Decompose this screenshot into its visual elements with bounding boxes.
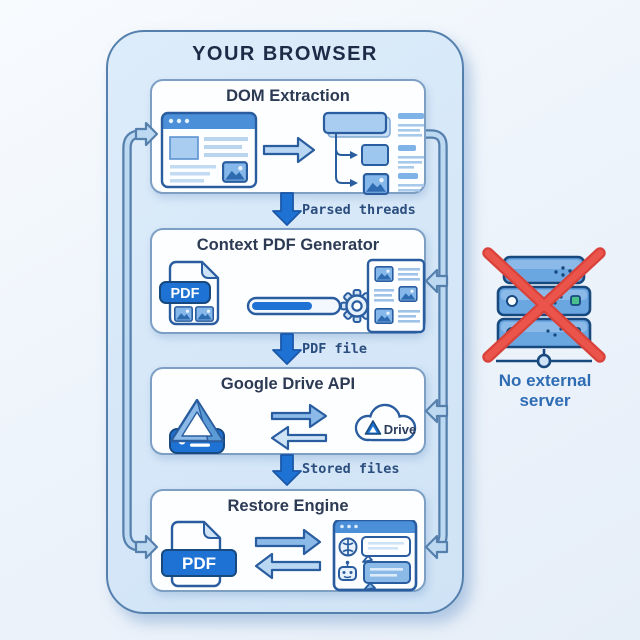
- chat-bubble-filled-icon: [363, 561, 411, 591]
- gear-icon: [340, 289, 374, 323]
- restore-arrow-left-icon: [254, 552, 322, 580]
- pdf-generator-illustration: PDF: [159, 258, 426, 334]
- image-thumbnail-icon: [222, 161, 248, 183]
- node-dom-extraction: DOM Extraction: [150, 79, 426, 195]
- sync-arrow-left-icon: [270, 425, 328, 451]
- webpage-window-icon: [160, 111, 258, 189]
- node-title-restore-engine: Restore Engine: [227, 497, 349, 515]
- dom-tree-icon: [322, 111, 424, 195]
- browser-boundary-panel: YOUR BROWSER DOM Extraction: [106, 30, 464, 614]
- restore-arrow-right-icon: [254, 528, 322, 556]
- progress-bar-icon: [246, 296, 342, 316]
- robot-icon: [338, 560, 357, 581]
- chat-window-icon: [332, 520, 418, 592]
- google-drive-logo-icon: [169, 399, 225, 454]
- node-title-google-drive-api: Google Drive API: [220, 375, 356, 393]
- google-drive-illustration: Drive: [169, 399, 417, 454]
- pdf-document-icon: PDF: [159, 260, 220, 326]
- browser-panel-title: YOUR BROWSER: [192, 43, 378, 65]
- chat-bubble-outline-icon: [361, 536, 411, 563]
- image-thumbnail-icon: [362, 173, 390, 195]
- node-context-pdf-generator: Context PDF Generator PDF: [150, 228, 426, 334]
- no-external-server-illustration: [482, 247, 606, 369]
- image-thumbnail-icon: [195, 306, 214, 322]
- generated-document-icon: [366, 258, 426, 334]
- flow-label-pdf-file: PDF file: [302, 341, 368, 357]
- brain-icon: [338, 537, 358, 557]
- image-thumbnail-icon: [174, 306, 193, 322]
- sync-arrow-right-icon: [270, 403, 328, 429]
- node-title-context-pdf-generator: Context PDF Generator: [196, 236, 380, 254]
- drive-cloud-label: Drive: [384, 422, 417, 437]
- red-cross-icon: [482, 247, 606, 363]
- node-restore-engine: Restore Engine PDF: [150, 489, 426, 592]
- restore-engine-illustration: PDF: [161, 520, 418, 592]
- right-arrow-icon: [262, 136, 316, 164]
- pdf-badge-label: PDF: [171, 286, 200, 302]
- pdf-file-icon: PDF: [161, 520, 237, 588]
- pdf-badge-label: PDF: [182, 554, 216, 573]
- dom-extraction-illustration: [160, 111, 424, 195]
- flow-label-stored-files: Stored files: [302, 461, 400, 477]
- flow-label-parsed-threads: Parsed threads: [302, 202, 416, 218]
- no-external-server-caption: No external server: [498, 371, 592, 411]
- node-title-dom-extraction: DOM Extraction: [226, 87, 350, 105]
- node-annotation-lines: [398, 113, 424, 192]
- node-google-drive-api: Google Drive API: [150, 367, 426, 455]
- drive-cloud-icon: Drive: [354, 403, 417, 442]
